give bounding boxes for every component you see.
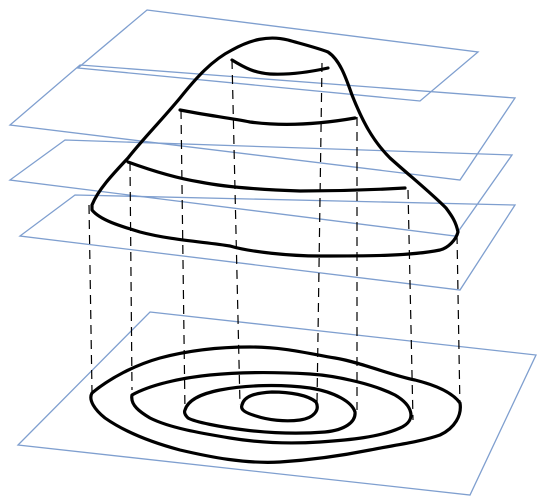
map-contour-summit: [242, 392, 318, 421]
contour-map: [91, 347, 460, 462]
projection-line: [457, 235, 460, 410]
contour-level-2: [180, 110, 355, 124]
contour-level-1: [128, 162, 405, 191]
projection-line: [232, 60, 240, 405]
slice-plane-lower: [20, 195, 515, 290]
base-plane: [18, 312, 536, 495]
projection-line: [317, 63, 322, 403]
projection-line: [181, 110, 185, 412]
projection-lines: [89, 60, 460, 420]
projection-line: [408, 190, 413, 420]
contour-level-3: [232, 60, 328, 74]
projection-line: [89, 205, 92, 392]
slice-plane-top: [78, 10, 478, 101]
